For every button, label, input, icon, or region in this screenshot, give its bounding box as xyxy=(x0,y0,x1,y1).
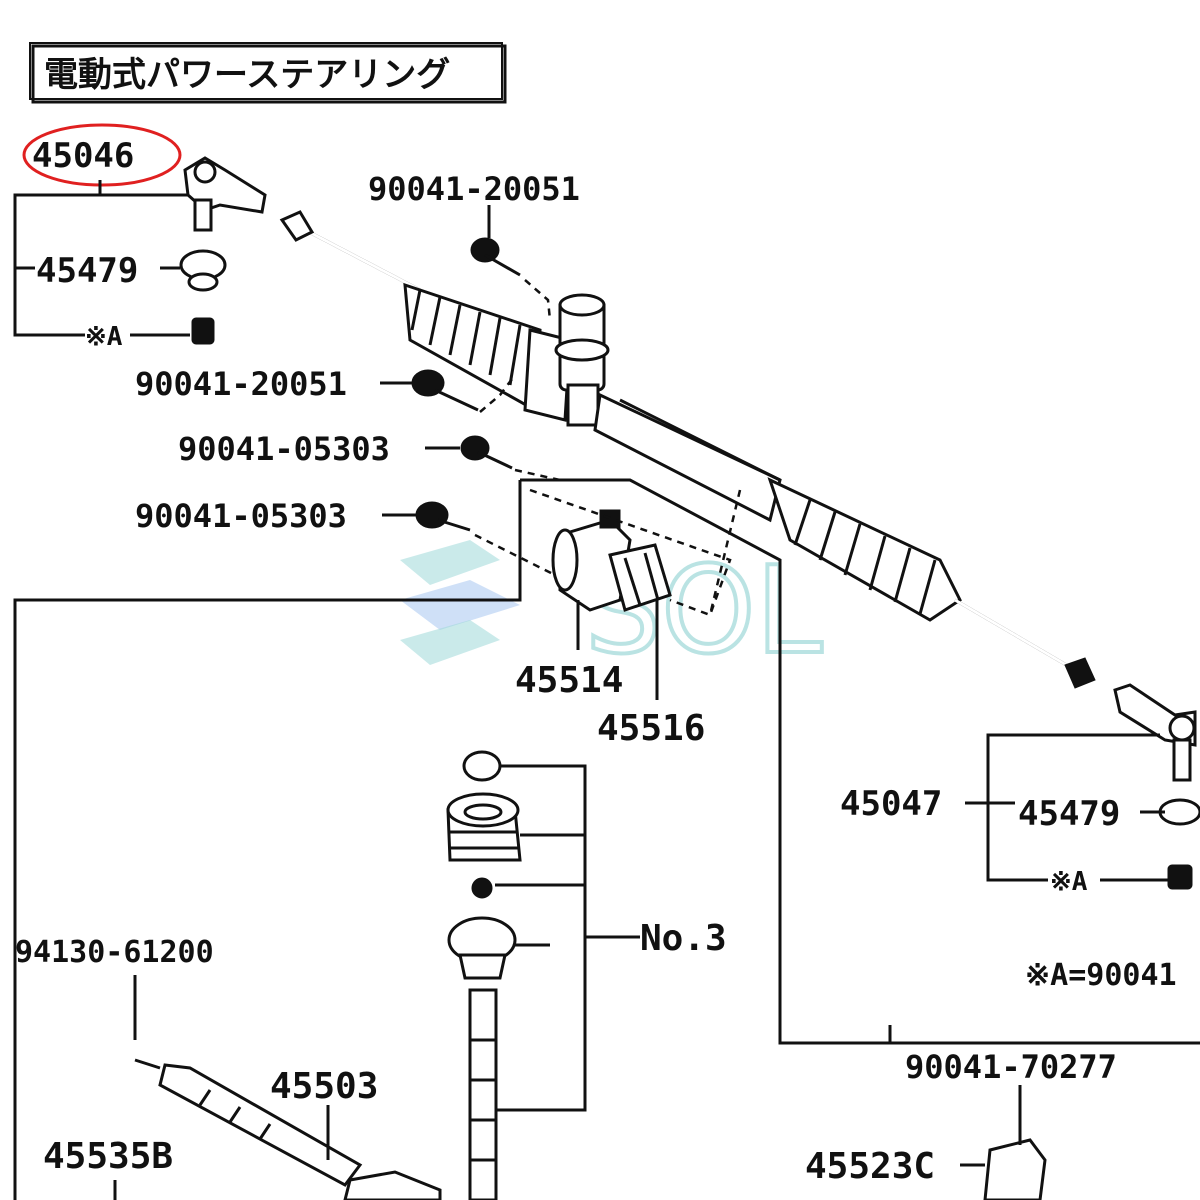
left-tie-rod-bracket xyxy=(13,180,190,337)
right-tie-rod-end xyxy=(1113,683,1200,890)
label-94130-61200: 94130-61200 xyxy=(15,935,214,970)
label-star-a-left: ※A xyxy=(85,322,123,352)
title-box: 電動式パワーステアリング xyxy=(29,42,507,104)
bolt-90041-05303-b xyxy=(382,501,556,577)
left-tie-rod-end xyxy=(179,156,267,345)
part-45523c-shape xyxy=(960,1085,1047,1200)
label-90041-20051-top: 90041-20051 xyxy=(368,170,580,208)
steering-rack-assembly xyxy=(279,210,1096,689)
label-90041-70277: 90041-70277 xyxy=(905,1048,1117,1086)
label-90041-05303-b: 90041-05303 xyxy=(135,497,347,535)
rack-bushing-bracket xyxy=(529,488,742,700)
diagram-title: 電動式パワーステアリング xyxy=(44,55,450,95)
left-rack-boot xyxy=(410,289,522,386)
label-45047: 45047 xyxy=(840,784,942,824)
assembly-frame xyxy=(13,478,1200,1200)
label-45516: 45516 xyxy=(597,708,705,749)
bolt-90041-05303-a xyxy=(425,435,561,482)
bolt-90041-20051-top xyxy=(470,205,552,321)
no3-parts-stack xyxy=(446,750,640,1200)
highlight-circle xyxy=(22,123,182,187)
label-45523c: 45523C xyxy=(805,1146,935,1187)
label-45514: 45514 xyxy=(515,660,623,701)
label-45535b: 45535B xyxy=(43,1136,173,1177)
label-45479-right: 45479 xyxy=(1018,794,1120,834)
label-90041-05303-a: 90041-05303 xyxy=(178,430,390,468)
pinion-shaft xyxy=(113,975,442,1200)
label-star-a-note: ※A=90041 xyxy=(1025,958,1177,993)
label-star-a-right: ※A xyxy=(1050,867,1088,897)
label-45503: 45503 xyxy=(270,1066,378,1107)
right-tie-rod-bracket xyxy=(965,733,1168,882)
label-no3: No.3 xyxy=(640,918,727,959)
label-45046: 45046 xyxy=(32,136,134,176)
label-90041-20051-mid: 90041-20051 xyxy=(135,365,347,403)
right-rack-boot xyxy=(793,499,937,615)
bolt-90041-20051-mid xyxy=(380,369,516,413)
label-45479-left: 45479 xyxy=(36,251,138,291)
